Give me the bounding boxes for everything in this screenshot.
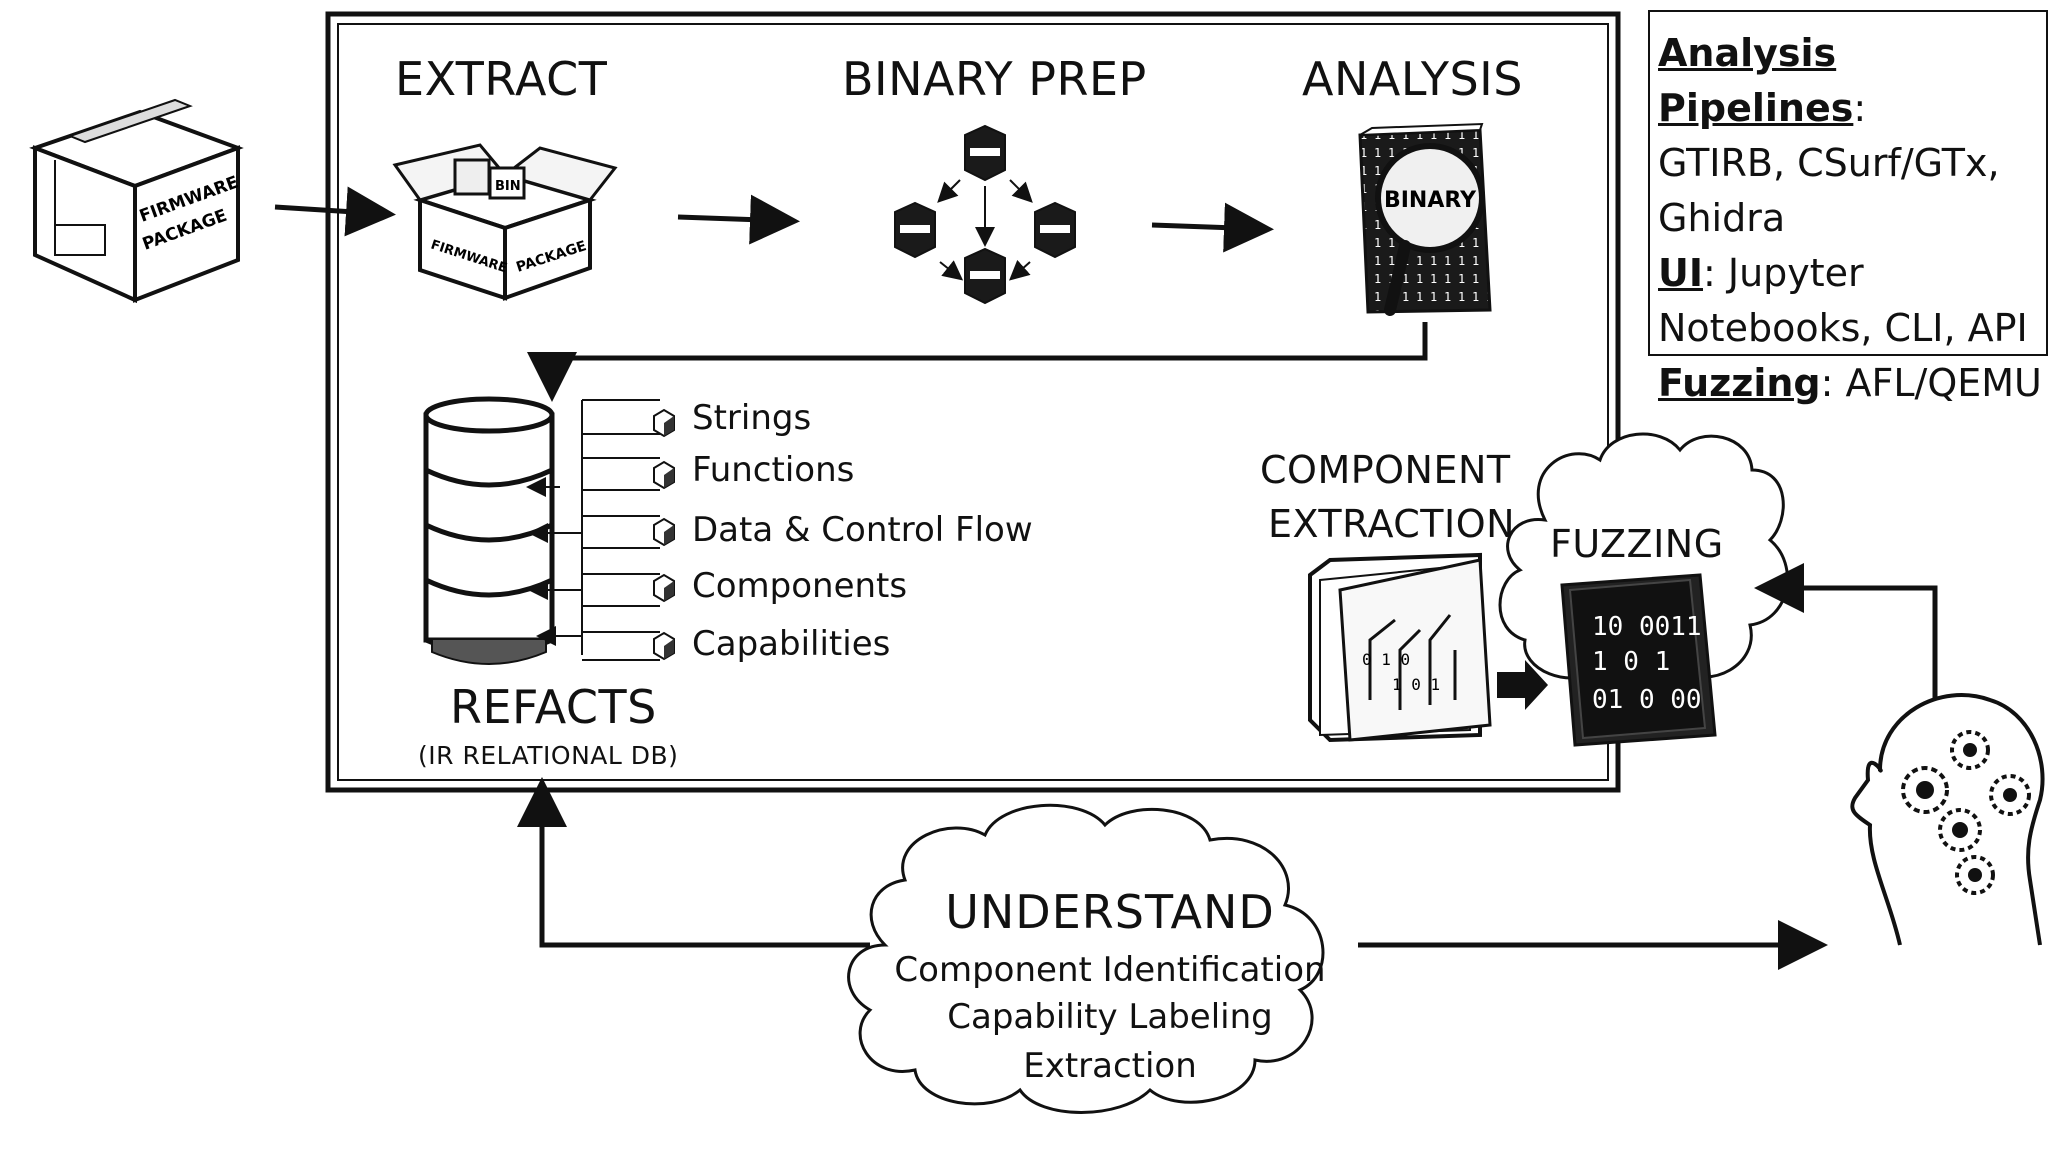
understand-line-1: Component Identification bbox=[894, 950, 1326, 990]
svg-text:01 0 00: 01 0 00 bbox=[1592, 685, 1702, 715]
understand-line-2: Capability Labeling bbox=[947, 997, 1273, 1037]
cube-icon-dataflow bbox=[653, 517, 675, 547]
db-item-components: Components bbox=[692, 566, 908, 606]
legend-pipelines-row: Analysis Pipelines: bbox=[1658, 26, 2046, 136]
module-top bbox=[964, 124, 1006, 182]
legend-pipelines-line2: Ghidra bbox=[1658, 196, 1786, 240]
understand-line-3: Extraction bbox=[1023, 1046, 1197, 1086]
binary-modules-network-icon bbox=[894, 124, 1076, 305]
cube-icon-strings bbox=[653, 408, 675, 438]
db-item-functions: Functions bbox=[692, 450, 855, 490]
arrow-analysis-to-refacts bbox=[527, 322, 1428, 402]
svg-text:1 0 1: 1 0 1 bbox=[1592, 647, 1670, 677]
extract-box-bin: BIN bbox=[495, 179, 521, 194]
circuit-folder-icon: 0 1 0 1 0 1 bbox=[1308, 552, 1492, 743]
understand-cloud-shape bbox=[847, 803, 1325, 1114]
human-head-gears-icon bbox=[1850, 693, 2045, 946]
legend-fuzzing-key: Fuzzing bbox=[1658, 361, 1821, 405]
module-left bbox=[894, 201, 936, 259]
legend-ui-key: UI bbox=[1658, 251, 1703, 295]
block-arrow-extraction-to-fuzzing bbox=[1497, 660, 1548, 710]
binary-magnifier-icon: BINARY bbox=[1358, 122, 1492, 316]
legend-fuzzing-row: Fuzzing: AFL/QEMU bbox=[1658, 356, 2046, 411]
understand-title: UNDERSTAND bbox=[945, 885, 1275, 939]
analysis-binary-label: BINARY bbox=[1384, 188, 1477, 213]
main-panel-frame bbox=[325, 11, 1621, 793]
svg-text:1 0 1: 1 0 1 bbox=[1392, 675, 1440, 694]
arrow-package-to-extract bbox=[274, 186, 396, 237]
db-item-capabilities: Capabilities bbox=[692, 624, 891, 664]
open-box-icon: BIN FIRMWARE PACKAGE bbox=[392, 143, 618, 301]
module-right bbox=[1034, 201, 1076, 259]
stage-refacts-label: REFACTS bbox=[450, 680, 657, 734]
legend-ui-line1: : Jupyter bbox=[1703, 251, 1864, 295]
stage-component-extraction-line1: COMPONENT bbox=[1260, 448, 1511, 492]
db-item-strings: Strings bbox=[692, 398, 812, 438]
db-item-tree bbox=[526, 399, 660, 661]
database-cylinder-icon bbox=[423, 396, 555, 665]
svg-text:0 1 0: 0 1 0 bbox=[1362, 650, 1410, 669]
legend-box: Analysis Pipelines: GTIRB, CSurf/GTx, Gh… bbox=[1648, 10, 2048, 405]
cube-icon-components bbox=[653, 573, 675, 603]
legend-pipelines-colon: : bbox=[1853, 86, 1867, 130]
stage-extract-label: EXTRACT bbox=[395, 52, 608, 106]
firmware-package-box-icon: FIRMWARE PACKAGE bbox=[29, 98, 244, 304]
cube-icon-functions bbox=[653, 460, 675, 490]
cube-icon-capabilities bbox=[653, 631, 675, 661]
stage-analysis-label: ANALYSIS bbox=[1302, 52, 1523, 106]
stage-fuzzing-label: FUZZING bbox=[1550, 522, 1724, 566]
stage-component-extraction-line2: EXTRACTION bbox=[1268, 502, 1516, 546]
legend-pipelines-key: Analysis Pipelines bbox=[1658, 31, 1854, 130]
stage-refacts-subtitle: (IR RELATIONAL DB) bbox=[418, 741, 679, 770]
arrow-fuzzing-to-head bbox=[1760, 585, 1960, 760]
legend-fuzzing-value: : AFL/QEMU bbox=[1820, 361, 2042, 405]
arrow-binprep-to-analysis bbox=[1151, 202, 1274, 253]
module-bottom bbox=[964, 247, 1006, 305]
arrow-extract-to-binprep bbox=[677, 194, 800, 245]
db-item-cubes bbox=[653, 408, 675, 661]
legend-ui-line2: Notebooks, CLI, API bbox=[1658, 306, 2028, 350]
arrow-understand-to-refacts bbox=[517, 777, 870, 948]
legend-pipelines-line1: GTIRB, CSurf/GTx, bbox=[1658, 141, 2000, 185]
binary-folder-icon: 10 0011 1 0 1 01 0 00 bbox=[1560, 573, 1717, 747]
legend-ui-row: UI: Jupyter bbox=[1658, 246, 2046, 301]
db-item-data-control-flow: Data & Control Flow bbox=[692, 510, 1033, 550]
stage-binary-prep-label: BINARY PREP bbox=[842, 52, 1147, 106]
svg-text:10 0011: 10 0011 bbox=[1592, 612, 1702, 642]
